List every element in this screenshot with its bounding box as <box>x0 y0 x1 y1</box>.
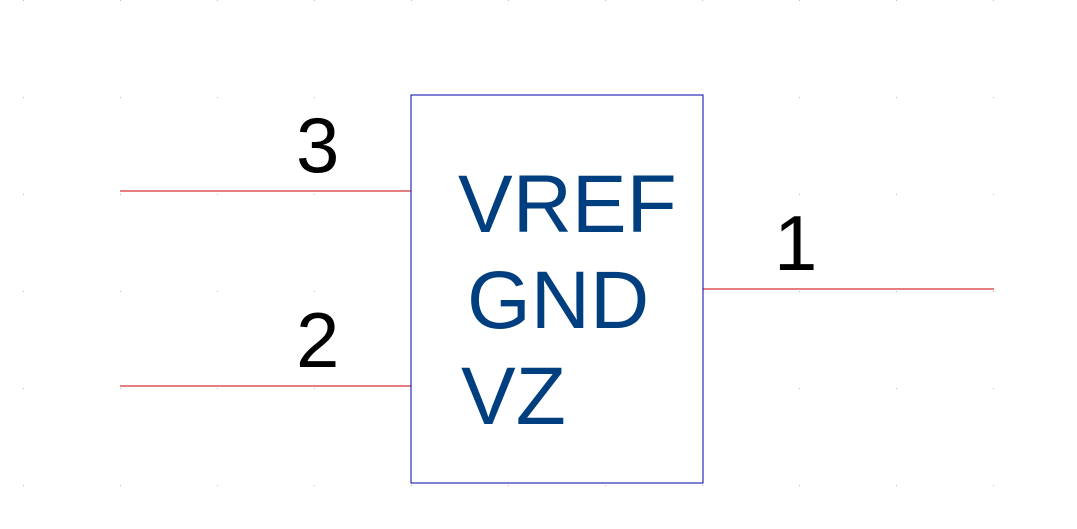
grid-dot <box>896 388 897 389</box>
grid-dot <box>993 485 994 486</box>
pin-3-number: 3 <box>296 101 339 189</box>
grid-dot <box>896 0 897 1</box>
grid-dot <box>314 194 315 195</box>
grid-dot <box>411 485 412 486</box>
grid-dot <box>411 0 412 1</box>
grid-dot <box>799 194 800 195</box>
grid-dot <box>799 485 800 486</box>
grid-dot <box>23 485 24 486</box>
grid-dot <box>702 485 703 486</box>
grid-dot <box>23 194 24 195</box>
grid-dot <box>702 0 703 1</box>
grid-dot <box>217 194 218 195</box>
grid-dot <box>217 0 218 1</box>
grid-dot <box>799 291 800 292</box>
grid-dot <box>605 485 606 486</box>
pin-2-number: 2 <box>296 296 339 384</box>
grid-dot <box>217 388 218 389</box>
grid-dot <box>896 97 897 98</box>
grid-dot <box>993 291 994 292</box>
grid-dot <box>314 485 315 486</box>
grid-dot <box>314 291 315 292</box>
grid-dot <box>799 0 800 1</box>
grid-dot <box>217 485 218 486</box>
grid-dot <box>993 97 994 98</box>
grid-dot <box>993 194 994 195</box>
grid-dot <box>23 0 24 1</box>
grid-dot <box>799 388 800 389</box>
grid-dot <box>896 194 897 195</box>
grid-dot <box>508 0 509 1</box>
grid-dot <box>896 485 897 486</box>
grid-dot <box>23 388 24 389</box>
grid-dot <box>217 291 218 292</box>
grid-dot <box>314 0 315 1</box>
pin-3-name: VREF <box>458 159 677 250</box>
grid-dot <box>605 0 606 1</box>
grid-dot <box>314 388 315 389</box>
grid-dot <box>23 291 24 292</box>
grid-dot <box>217 97 218 98</box>
component-body[interactable] <box>410 94 704 484</box>
grid-dot <box>896 291 897 292</box>
grid-dot <box>120 0 121 1</box>
grid-dot <box>120 97 121 98</box>
pin-2-name: VZ <box>461 351 566 442</box>
grid-dot <box>993 0 994 1</box>
grid-dot <box>120 485 121 486</box>
grid-dot <box>314 97 315 98</box>
grid-dot <box>799 97 800 98</box>
pin-1-number: 1 <box>774 199 817 287</box>
grid-dot <box>993 388 994 389</box>
grid-dot <box>120 291 121 292</box>
grid-dot <box>120 194 121 195</box>
grid-dot <box>120 388 121 389</box>
pin-1-name: GND <box>467 255 649 346</box>
grid-dot <box>508 485 509 486</box>
grid-dot <box>23 97 24 98</box>
